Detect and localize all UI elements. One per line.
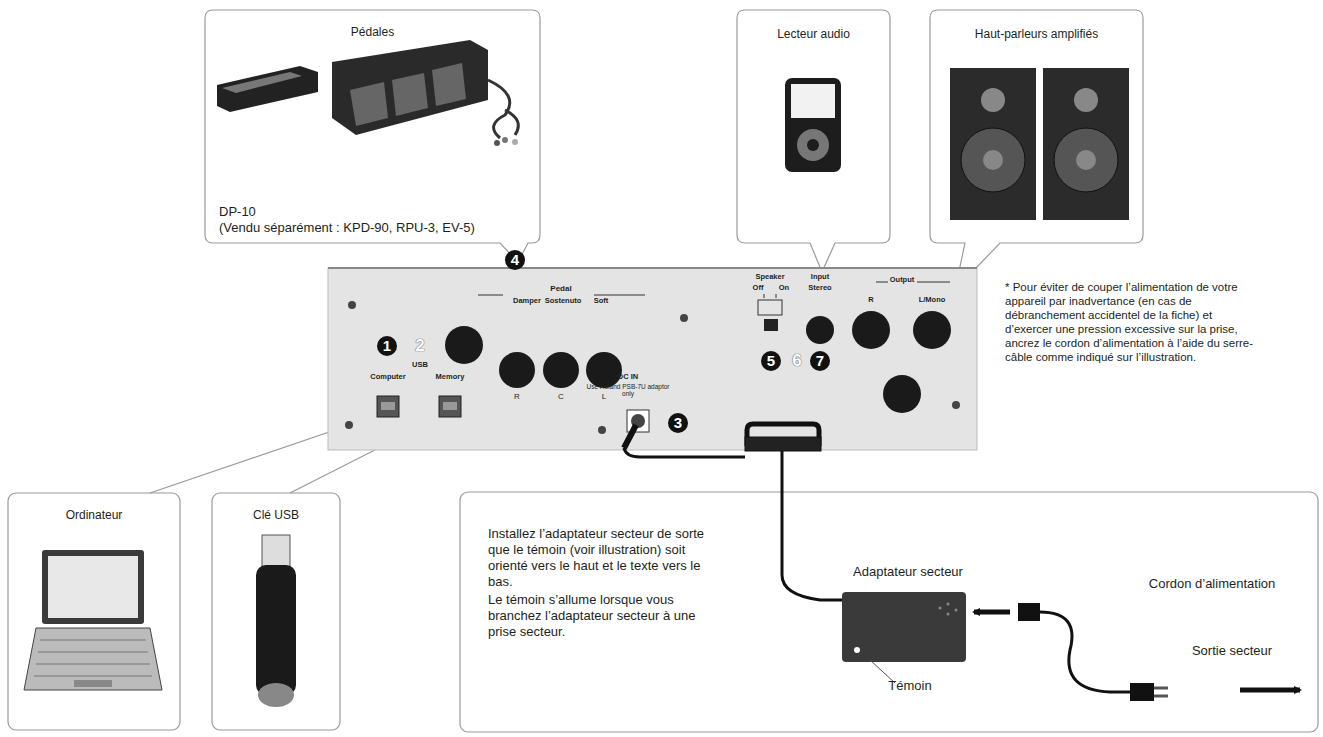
pedals-illustration: [217, 40, 518, 146]
part-label: Sortie secteur: [1192, 644, 1272, 658]
callout-box: Ordinateur: [8, 493, 180, 730]
box-text: Le témoin s’allume lorsque vous branchez…: [488, 592, 724, 640]
adapter-illustration: [842, 592, 1300, 701]
box-title: Clé USB: [212, 507, 340, 523]
power-cable: [624, 424, 842, 600]
callout-number: 4: [505, 250, 525, 270]
callout-box: Lecteur audio: [737, 10, 890, 243]
audio-player-illustration: [785, 78, 841, 172]
callout-number: 7: [810, 351, 830, 371]
box-title: Lecteur audio: [737, 26, 890, 42]
callout-number: 2: [410, 336, 430, 356]
callout-bubbles: [8, 10, 1318, 732]
box-text: DP-10: [219, 204, 519, 220]
panel-label: R: [868, 296, 873, 304]
panel-label: Input: [811, 273, 829, 281]
callout-box: PédalesDP-10(Vendu séparément : KPD-90, …: [205, 10, 540, 243]
callout-box: Installez l’adaptateur secteur de sorte …: [460, 492, 1318, 732]
panel-label: Memory: [436, 373, 465, 381]
callout-number: 5: [761, 351, 781, 371]
callout-box: Clé USB: [212, 493, 340, 730]
panel-label: USB: [412, 361, 428, 369]
panel-label: Use Roland PSB-7U adaptor only: [585, 383, 671, 397]
panel-label: On: [779, 284, 789, 292]
panel-label: Pedal: [550, 285, 571, 294]
box-text: (Vendu séparément : KPD-90, RPU-3, EV-5): [219, 220, 529, 236]
box-title: Pédales: [205, 24, 540, 40]
part-label: Cordon d’alimentation: [1149, 577, 1275, 591]
panel-label: L: [602, 393, 606, 402]
callout-box: Haut-parleurs amplifiés: [930, 10, 1143, 243]
panel-label: R: [514, 393, 520, 402]
callout-number: 3: [668, 413, 688, 433]
panel-label: Off: [753, 284, 764, 292]
panel-label: Stereo: [808, 284, 831, 292]
part-label: Adaptateur secteur: [853, 565, 963, 579]
usb-key-illustration: [256, 535, 296, 707]
box-title: Haut-parleurs amplifiés: [930, 26, 1143, 42]
callout-number: 6: [787, 351, 807, 371]
panel-label: DC IN: [618, 373, 638, 381]
panel-label: Damper: [513, 297, 541, 305]
panel-label: Soft: [594, 297, 609, 305]
panel-label: Output: [890, 276, 915, 284]
panel-label: Sostenuto: [545, 297, 582, 305]
box-text: Installez l’adaptateur secteur de sorte …: [488, 526, 724, 590]
panel-label: Speaker: [755, 273, 784, 281]
laptop-illustration: [24, 550, 162, 690]
panel-label: L/Mono: [919, 296, 946, 304]
callout-number: 1: [377, 336, 397, 356]
panel-label: C: [558, 393, 564, 402]
back-panel: [328, 268, 977, 450]
panel-label: Computer: [370, 373, 405, 381]
box-title: Ordinateur: [8, 507, 180, 523]
note: * Pour éviter de couper l’alimentation d…: [1005, 280, 1255, 364]
part-label: Témoin: [888, 679, 931, 693]
speakers-illustration: [950, 68, 1129, 220]
